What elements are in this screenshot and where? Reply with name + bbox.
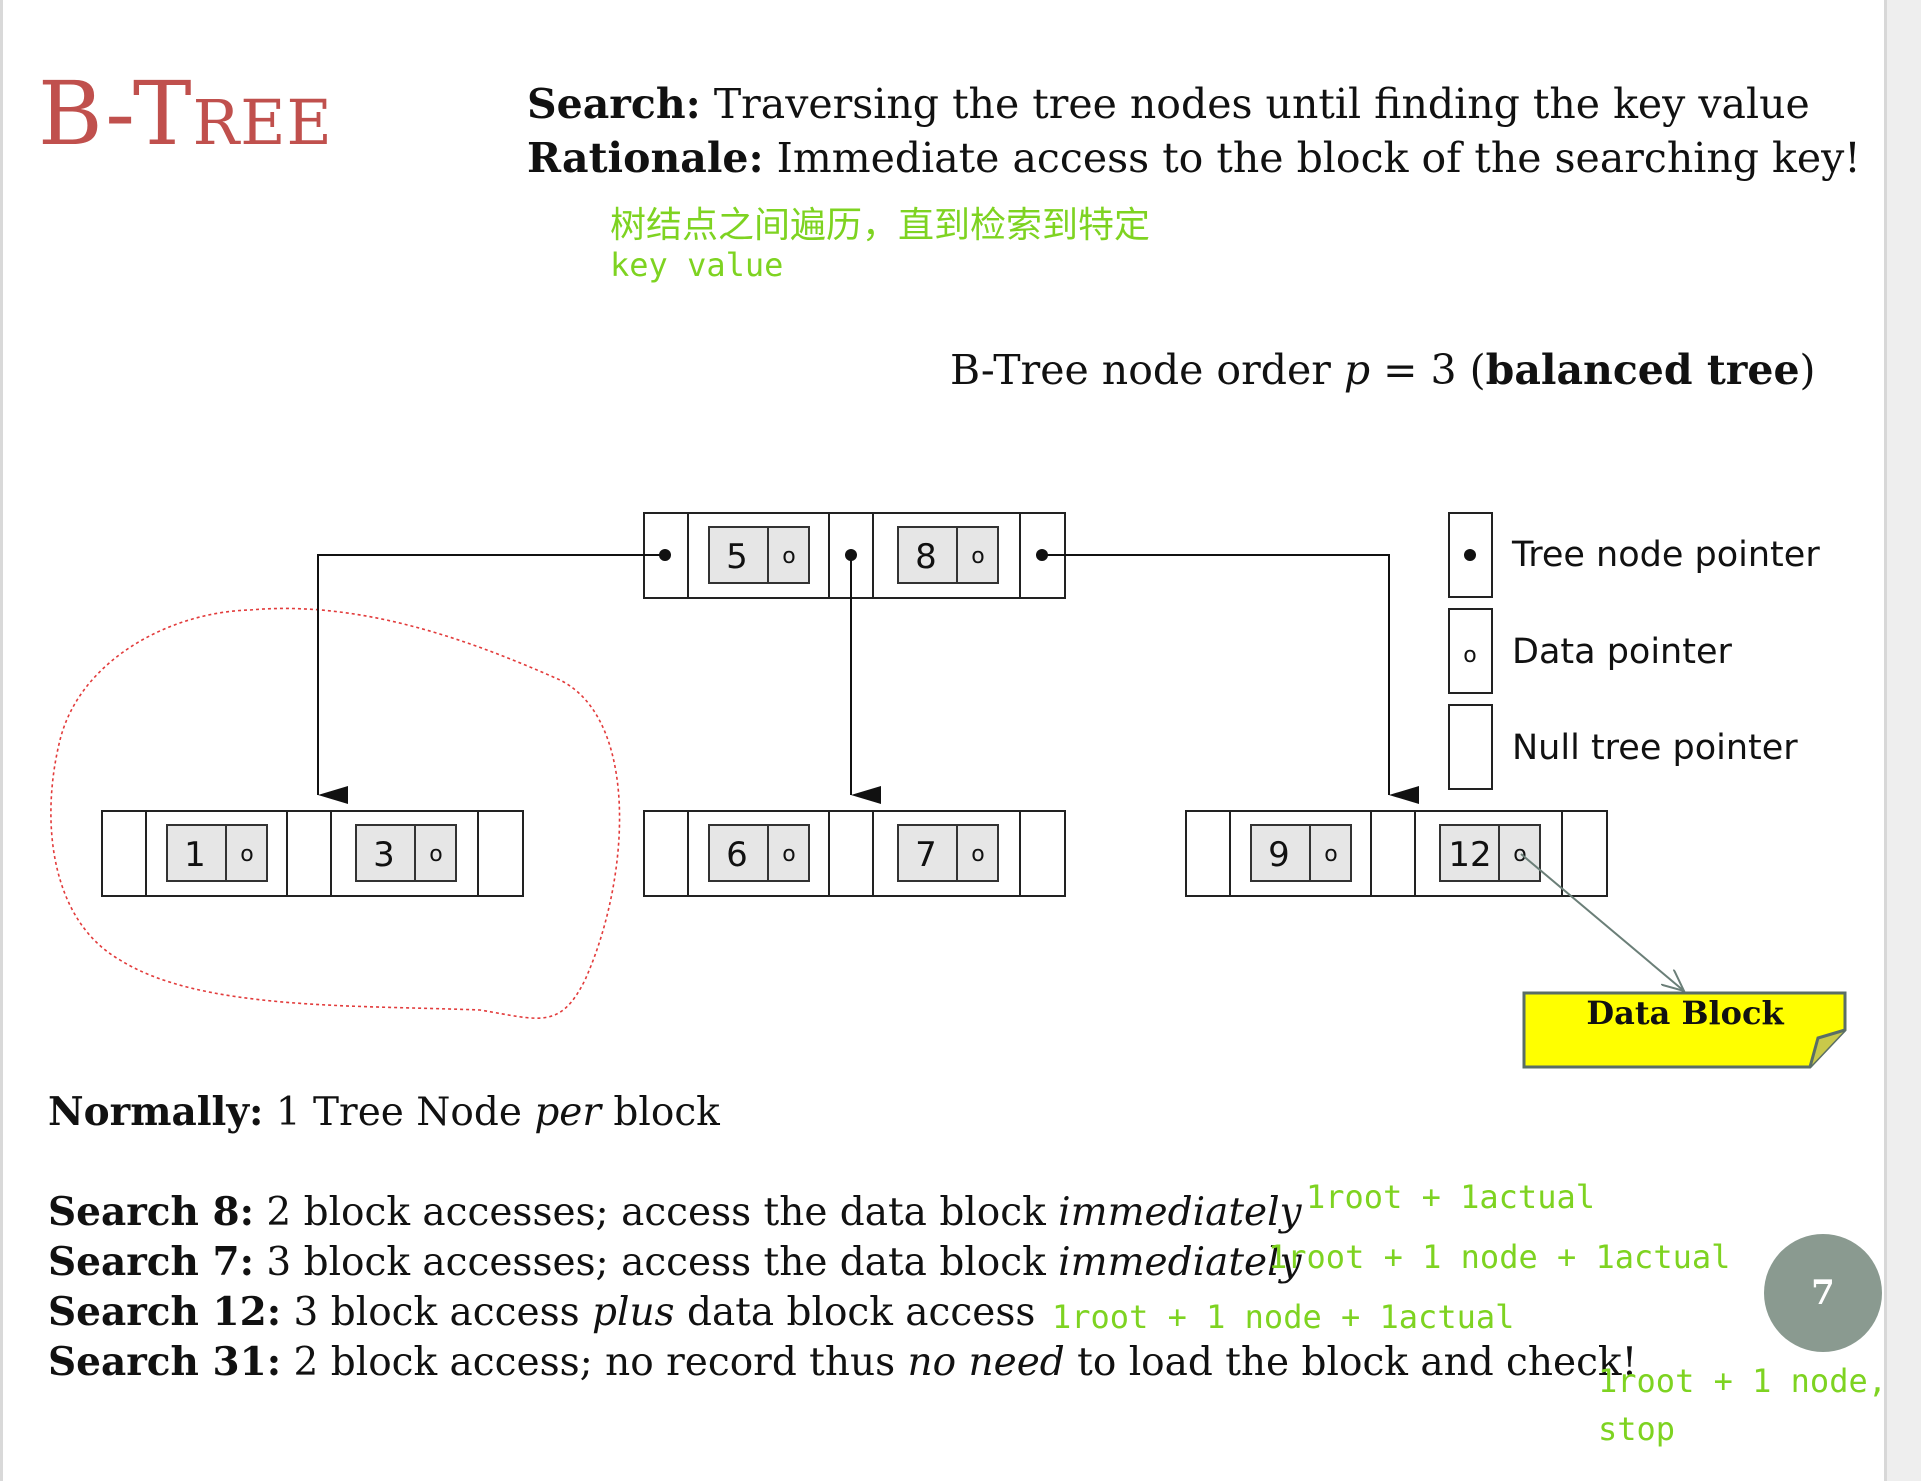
leaf-middle-key-2: 7 (915, 835, 937, 875)
data-block-note: Data Block (1522, 991, 1847, 1069)
search-8-label: Search 8: (48, 1189, 255, 1235)
leaf-left-data-ptr-2: o (429, 842, 442, 867)
search-31-note: 1root + 1 node, (1598, 1362, 1887, 1400)
legend: o (1448, 512, 1493, 790)
leaf-right-key-2: 12 (1448, 835, 1491, 875)
data-block-label: Data Block (1586, 994, 1784, 1032)
node-order-caption: B-Tree node order p = 3 (balanced tree) (950, 346, 1816, 394)
root-key-box-2 (897, 526, 999, 584)
legend-data-pointer-icon: o (1463, 643, 1476, 668)
normally-text-b: block (601, 1090, 720, 1135)
slide-title: B-Tree (38, 62, 333, 165)
search-12-note: 1root + 1 node + 1actual (1052, 1298, 1515, 1336)
leaf-left-data-ptr-1: o (240, 842, 253, 867)
leaf-right-data-ptr-1: o (1324, 842, 1337, 867)
search-31-italic: no need (907, 1340, 1065, 1385)
search-12-line: Search 12: 3 block access plus data bloc… (48, 1289, 1035, 1335)
note-chinese: 树结点之间遍历，直到检索到特定 (610, 205, 1151, 246)
search-7-text: 3 block accesses; access the data block (254, 1240, 1059, 1285)
legend-null-tree-pointer: Null tree pointer (1512, 728, 1798, 768)
search-12-text-b: data block access (674, 1290, 1036, 1335)
search-8-note: 1root + 1actual (1306, 1178, 1595, 1216)
leaf-left-key-1: 1 (184, 835, 206, 875)
search-text: Traversing the tree nodes until finding … (700, 80, 1810, 128)
leaf-right-key-1: 9 (1268, 835, 1290, 875)
legend-tree-node-pointer: Tree node pointer (1512, 535, 1820, 575)
search-12-italic: plus (592, 1290, 675, 1335)
normally-label: Normally: (48, 1089, 264, 1135)
leaf-left-key-2: 3 (373, 835, 395, 875)
root-key-1: 5 (726, 537, 748, 577)
pointer-to-left-leaf (317, 554, 665, 804)
order-eq: = 3 ( (1370, 346, 1486, 394)
highlight-circle (50, 607, 621, 1019)
legend-null-pointer-icon (1448, 704, 1493, 790)
search-31-text-b: to load the block and check! (1064, 1340, 1638, 1385)
search-31-line: Search 31: 2 block access; no record thu… (48, 1339, 1637, 1385)
rationale-text: Immediate access to the block of the sea… (763, 134, 1861, 182)
root-data-ptr-1: o (782, 544, 795, 569)
order-prefix: B-Tree node order (950, 346, 1344, 394)
order-close: ) (1799, 346, 1816, 394)
leaf-middle-data-ptr-2: o (971, 842, 984, 867)
normally-line: Normally: 1 Tree Node per block (48, 1089, 720, 1135)
pointer-to-right-leaf (1042, 554, 1419, 804)
order-bold: balanced tree (1485, 346, 1800, 394)
normally-text-a: 1 Tree Node (263, 1090, 535, 1135)
search-12-text: 3 block access (281, 1290, 592, 1335)
page-number-badge: 7 (1764, 1234, 1882, 1352)
search-12-label: Search 12: (48, 1289, 282, 1335)
page-number: 7 (1811, 1273, 1835, 1313)
root-key-box-1 (708, 526, 810, 584)
search-8-text: 2 block accesses; access the data block (254, 1190, 1059, 1235)
leaf-node-middle: 6 o 7 o (643, 810, 1066, 897)
root-key-2: 8 (915, 537, 937, 577)
order-p: p (1343, 346, 1371, 394)
search-label: Search: (527, 80, 701, 128)
search-definition: Search: Traversing the tree nodes until … (527, 80, 1810, 128)
leaf-node-left: 1 o 3 o (101, 810, 524, 897)
search-8-line: Search 8: 2 block accesses; access the d… (48, 1189, 1302, 1235)
search-31-note-stop: stop (1598, 1410, 1676, 1448)
search-31-label: Search 31: (48, 1339, 282, 1385)
title-text: B-Tree (38, 62, 333, 165)
normally-text-per: per (534, 1090, 602, 1135)
root-node: 5 o 8 o (643, 512, 1066, 599)
rationale-definition: Rationale: Immediate access to the block… (527, 134, 1861, 182)
leaf-right-data-ptr-2: o (1513, 842, 1526, 867)
search-8-italic: immediately (1058, 1190, 1302, 1235)
leaf-middle-data-ptr-1: o (782, 842, 795, 867)
search-7-italic: immediately (1058, 1240, 1302, 1285)
note-key-value: key value (610, 246, 784, 284)
leaf-middle-key-1: 6 (726, 835, 748, 875)
scrollbar-track[interactable] (1884, 0, 1921, 1481)
leaf-node-right: 9 o 12 o (1185, 810, 1608, 897)
legend-tree-pointer-icon (1464, 549, 1476, 561)
search-7-note: 1root + 1 node + 1actual (1268, 1238, 1731, 1276)
slide-left-border (0, 0, 3, 1481)
rationale-label: Rationale: (527, 134, 764, 182)
search-7-label: Search 7: (48, 1239, 255, 1285)
pointer-to-data-block (1520, 853, 1684, 991)
search-7-line: Search 7: 3 block accesses; access the d… (48, 1239, 1302, 1285)
root-data-ptr-2: o (971, 544, 984, 569)
search-31-text: 2 block access; no record thus (281, 1340, 908, 1385)
legend-data-pointer: Data pointer (1512, 632, 1732, 672)
